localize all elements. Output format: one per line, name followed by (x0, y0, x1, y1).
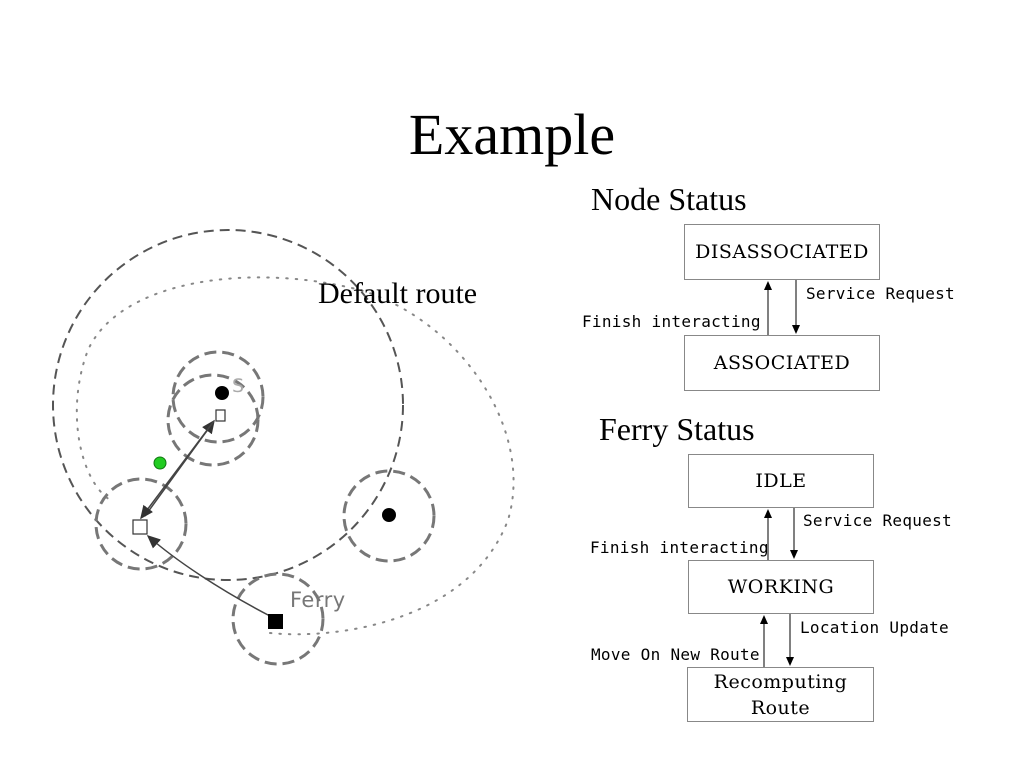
state-idle: IDLE (688, 454, 874, 508)
node-transition-service-request: Service Request (806, 284, 955, 303)
ferry-label: Ferry (290, 588, 346, 612)
node-transition-finish-interacting: Finish interacting (582, 312, 761, 331)
ferry-transition-location-update: Location Update (800, 618, 949, 637)
waypoint-square-small (215, 409, 226, 422)
green-node (153, 456, 167, 470)
source-node (215, 386, 229, 400)
ferry-range-circle (52, 229, 404, 581)
source-range-circle-a (171, 350, 265, 444)
ferry-square (268, 614, 283, 629)
ferry-transition-finish-interacting: Finish interacting (590, 538, 769, 557)
slide-title: Example (408, 102, 616, 167)
default-route-label: Default route (318, 277, 478, 310)
waypoint-square (132, 519, 148, 535)
source-range-circle-b (166, 373, 260, 467)
ferry-range-circle-small (231, 572, 325, 666)
state-associated: ASSOCIATED (684, 335, 880, 391)
node-range-circle-left (94, 477, 188, 571)
ferry-path-arrow (146, 535, 271, 617)
node-right (382, 508, 396, 522)
path-arrow-down (140, 420, 215, 520)
state-working: WORKING (688, 560, 874, 614)
node-range-circle-right (342, 469, 436, 563)
source-label: S (232, 375, 245, 397)
ferry-transition-move-on-new-route: Move On New Route (591, 645, 760, 664)
ferry-scenario-diagram (52, 229, 515, 666)
state-recomputing-route: Recomputing Route (687, 667, 874, 722)
ferry-status-heading: Ferry Status (599, 411, 755, 447)
node-status-heading: Node Status (591, 181, 747, 217)
state-disassociated: DISASSOCIATED (684, 224, 880, 280)
ferry-transition-service-request: Service Request (803, 511, 952, 530)
